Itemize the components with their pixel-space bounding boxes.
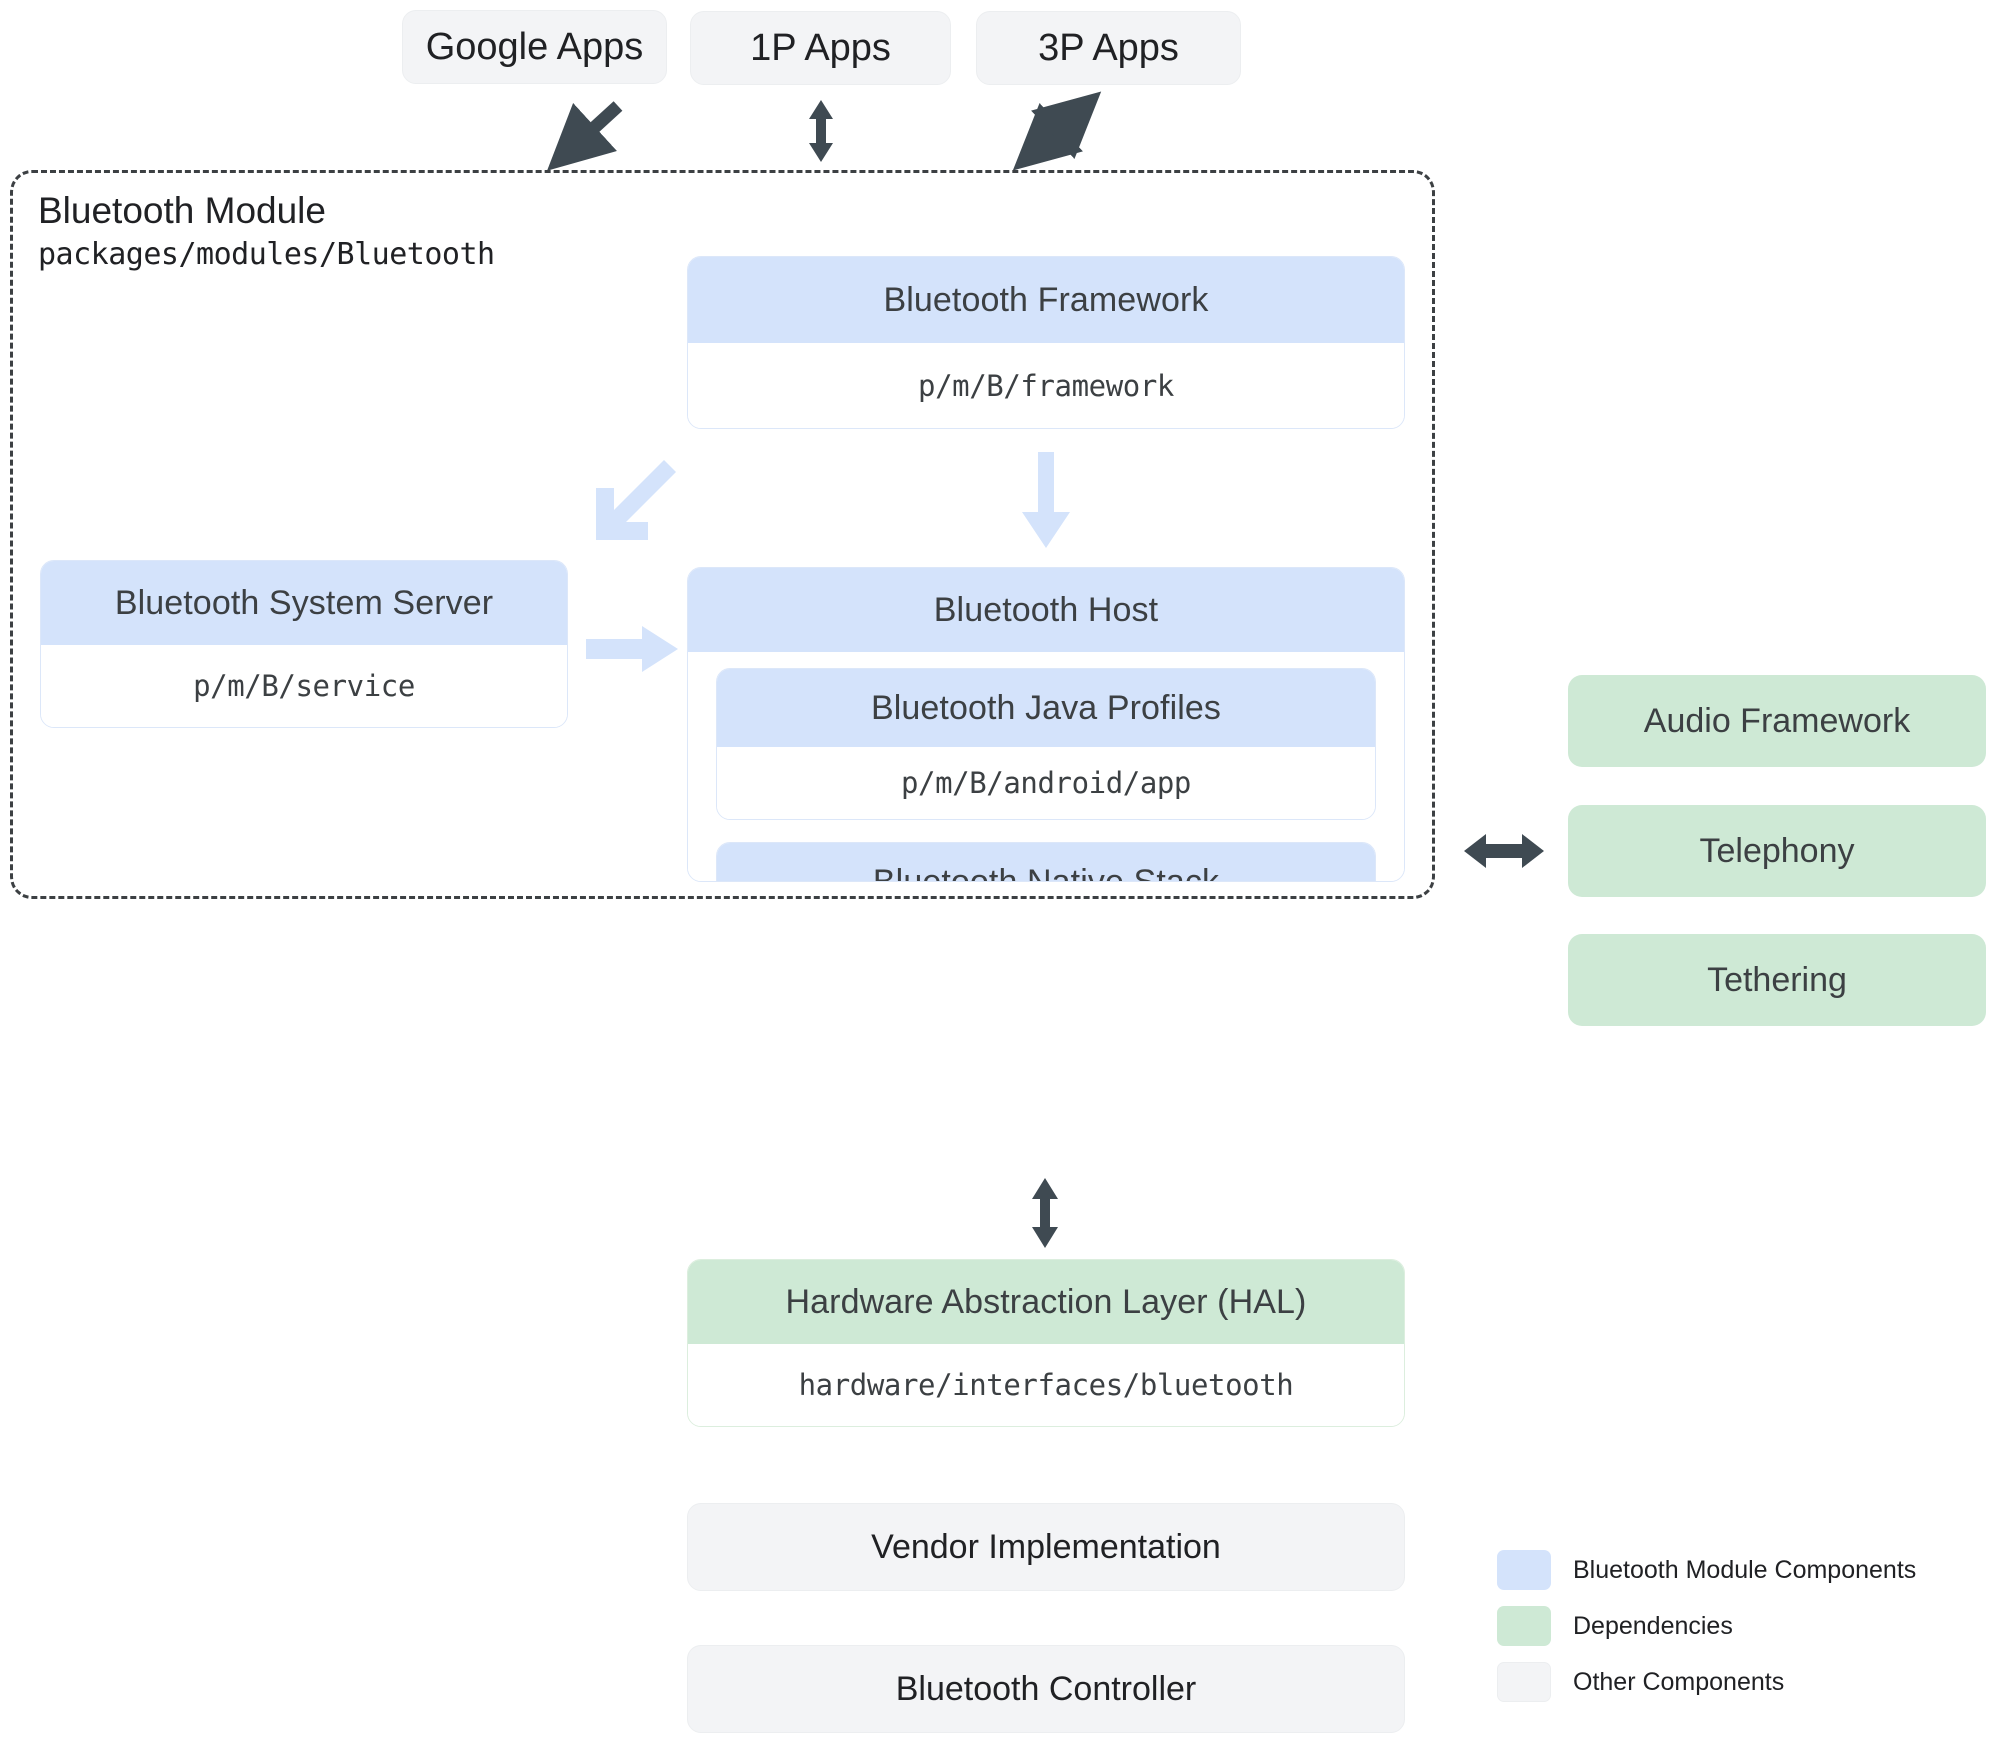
- bluetooth-native-stack-header: Bluetooth Native Stack: [717, 843, 1375, 882]
- legend-swatch-green: [1497, 1606, 1551, 1646]
- arrow-framework-to-host: [1020, 452, 1072, 550]
- bluetooth-host-header: Bluetooth Host: [688, 568, 1404, 652]
- hal-box[interactable]: Hardware Abstraction Layer (HAL) hardwar…: [687, 1259, 1405, 1427]
- bluetooth-controller-label: Bluetooth Controller: [895, 1669, 1197, 1708]
- arrow-google-apps-to-module: [547, 100, 626, 171]
- bluetooth-native-stack-box[interactable]: Bluetooth Native Stack p/m/B/system: [716, 842, 1376, 882]
- bluetooth-host-title: Bluetooth Host: [933, 590, 1159, 629]
- legend: Bluetooth Module Components Dependencies…: [1497, 1550, 1977, 1718]
- dependency-label: Audio Framework: [1643, 701, 1911, 740]
- bluetooth-system-server-title: Bluetooth System Server: [114, 583, 494, 622]
- bluetooth-module-container: [10, 170, 1435, 899]
- legend-label: Other Components: [1573, 1667, 1785, 1696]
- bluetooth-system-server-body: p/m/B/service: [41, 645, 567, 727]
- bluetooth-java-profiles-box[interactable]: Bluetooth Java Profiles p/m/B/android/ap…: [716, 668, 1376, 820]
- bluetooth-framework-body: p/m/B/framework: [688, 343, 1404, 428]
- bluetooth-java-profiles-title: Bluetooth Java Profiles: [870, 688, 1222, 727]
- hal-path: hardware/interfaces/bluetooth: [798, 1368, 1294, 1402]
- legend-label: Dependencies: [1573, 1611, 1733, 1640]
- dependency-box-audio-framework[interactable]: Audio Framework: [1568, 675, 1986, 767]
- dependency-box-tethering[interactable]: Tethering: [1568, 934, 1986, 1026]
- bluetooth-framework-title: Bluetooth Framework: [883, 280, 1209, 319]
- bluetooth-java-profiles-body: p/m/B/android/app: [717, 747, 1375, 819]
- app-box-label: 1P Apps: [750, 26, 891, 69]
- bluetooth-native-stack-title: Bluetooth Native Stack: [872, 862, 1220, 882]
- arrow-system-server-to-host: [586, 626, 678, 672]
- bluetooth-framework-path: p/m/B/framework: [918, 368, 1174, 403]
- hal-body: hardware/interfaces/bluetooth: [688, 1344, 1404, 1426]
- hal-header: Hardware Abstraction Layer (HAL): [688, 1260, 1404, 1344]
- arrow-module-to-hal: [1024, 1176, 1066, 1250]
- dependency-label: Tethering: [1707, 960, 1847, 999]
- arrow-1p-apps-bidirectional: [800, 98, 842, 164]
- bluetooth-system-server-header: Bluetooth System Server: [41, 561, 567, 645]
- legend-item-other-components: Other Components: [1497, 1662, 1977, 1702]
- app-box-1p-apps[interactable]: 1P Apps: [690, 11, 951, 85]
- legend-item-dependencies: Dependencies: [1497, 1606, 1977, 1646]
- bluetooth-controller-box[interactable]: Bluetooth Controller: [687, 1645, 1405, 1733]
- module-path: packages/modules/Bluetooth: [38, 236, 495, 272]
- arrow-framework-to-system-server: [590, 460, 676, 546]
- legend-swatch-blue: [1497, 1550, 1551, 1590]
- app-box-label: 3P Apps: [1038, 26, 1179, 69]
- bluetooth-java-profiles-path: p/m/B/android/app: [900, 766, 1191, 800]
- dependency-box-telephony[interactable]: Telephony: [1568, 805, 1986, 897]
- app-box-google-apps[interactable]: Google Apps: [402, 10, 667, 84]
- vendor-implementation-box[interactable]: Vendor Implementation: [687, 1503, 1405, 1591]
- legend-label: Bluetooth Module Components: [1573, 1555, 1917, 1584]
- module-title: Bluetooth Module: [38, 190, 326, 231]
- vendor-implementation-label: Vendor Implementation: [871, 1527, 1221, 1566]
- app-box-3p-apps[interactable]: 3P Apps: [976, 11, 1241, 85]
- arrow-module-to-dependencies: [1462, 830, 1546, 872]
- legend-swatch-grey: [1497, 1662, 1551, 1702]
- bluetooth-system-server-box[interactable]: Bluetooth System Server p/m/B/service: [40, 560, 568, 728]
- legend-item-module-components: Bluetooth Module Components: [1497, 1550, 1977, 1590]
- bluetooth-host-box[interactable]: Bluetooth Host Bluetooth Java Profiles p…: [687, 567, 1405, 882]
- dependency-label: Telephony: [1699, 831, 1855, 870]
- app-box-label: Google Apps: [425, 25, 644, 68]
- bluetooth-framework-box[interactable]: Bluetooth Framework p/m/B/framework: [687, 256, 1405, 429]
- bluetooth-system-server-path: p/m/B/service: [193, 669, 415, 703]
- bluetooth-framework-header: Bluetooth Framework: [688, 257, 1404, 343]
- hal-title: Hardware Abstraction Layer (HAL): [785, 1282, 1307, 1321]
- bluetooth-host-body: Bluetooth Java Profiles p/m/B/android/ap…: [688, 652, 1404, 882]
- module-label-group: Bluetooth Module packages/modules/Blueto…: [38, 190, 638, 272]
- bluetooth-java-profiles-header: Bluetooth Java Profiles: [717, 669, 1375, 747]
- arrow-3p-apps-bidirectional: [1012, 91, 1102, 171]
